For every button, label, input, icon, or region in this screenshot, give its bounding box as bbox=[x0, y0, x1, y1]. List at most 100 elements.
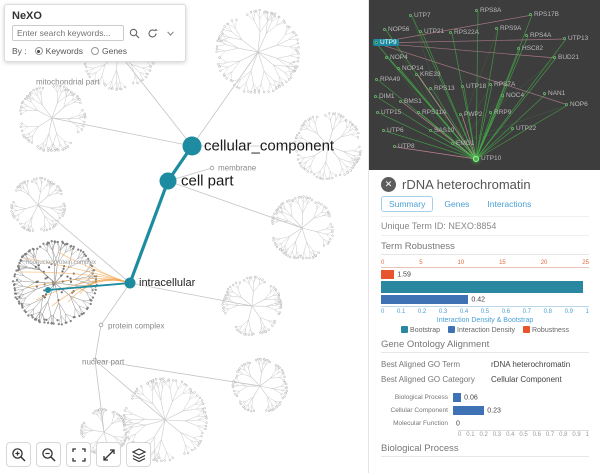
section-go-alignment: Gene Ontology Alignment bbox=[381, 339, 589, 353]
layers-button[interactable] bbox=[126, 442, 151, 467]
gene-node-kre33[interactable]: KRE33 bbox=[415, 71, 441, 78]
gene-node-rps9a[interactable]: RPS9A bbox=[495, 25, 521, 32]
gene-dot bbox=[397, 67, 400, 70]
gene-node-utp7[interactable]: UTP7 bbox=[409, 12, 431, 19]
search-by-radio-genes[interactable]: Genes bbox=[90, 46, 127, 56]
gene-node-rps11a[interactable]: RPS11A bbox=[417, 109, 446, 116]
tree-node-label-ribonucleoprotein-complex[interactable]: ribonucleoprotein complex bbox=[26, 260, 97, 266]
gene-label: SAS10 bbox=[434, 127, 455, 134]
fit-screen-button[interactable] bbox=[66, 442, 91, 467]
alignment-value: rDNA heterochromatin bbox=[491, 360, 571, 369]
gene-node-rps8a[interactable]: RPS8A bbox=[475, 7, 501, 14]
tree-node-label-protein-complex[interactable]: protein complex bbox=[108, 321, 165, 331]
axis-tick: 0 bbox=[458, 432, 462, 438]
legend-item-interaction-density: Interaction Density bbox=[448, 326, 515, 334]
tab-genes[interactable]: Genes bbox=[444, 199, 470, 209]
tree-node-label-cell-part[interactable]: cell part bbox=[181, 172, 234, 190]
gene-label: RPS9A bbox=[500, 25, 522, 32]
tree-node-label-intracellular[interactable]: intracellular bbox=[139, 277, 196, 289]
legend-label: Interaction Density bbox=[457, 327, 515, 334]
gene-dot bbox=[495, 27, 498, 30]
gene-node-rps4a[interactable]: RPS4A bbox=[525, 32, 551, 39]
search-by-radio-keywords[interactable]: Keywords bbox=[34, 46, 83, 56]
gene-node-rps13[interactable]: RPS13 bbox=[429, 85, 455, 92]
gene-label: BMS1 bbox=[404, 98, 422, 105]
gene-node-rps22a[interactable]: RPS22A bbox=[449, 29, 479, 36]
axis-tick: 0.7 bbox=[545, 432, 555, 438]
gene-node-nop4[interactable]: NOP4 bbox=[385, 54, 408, 61]
tree-node-label-nuclear-part[interactable]: nuclear part bbox=[82, 357, 125, 367]
section-biological-process: Biological Process bbox=[381, 443, 589, 457]
close-icon[interactable]: ✕ bbox=[381, 177, 396, 192]
gene-label: RRP9 bbox=[494, 109, 512, 116]
gene-node-utp6[interactable]: UTP6 bbox=[382, 127, 404, 134]
gene-node-utp21[interactable]: UTP21 bbox=[419, 28, 444, 35]
search-input[interactable] bbox=[12, 25, 124, 41]
zoom-out-button[interactable] bbox=[36, 442, 61, 467]
legend-label: Robustness bbox=[531, 327, 569, 334]
radio-label: Keywords bbox=[45, 46, 83, 56]
expand-selection-button[interactable] bbox=[96, 442, 121, 467]
gene-node-utp9[interactable]: UTP9 bbox=[373, 39, 399, 46]
bar-value-label: 0.42 bbox=[471, 296, 485, 303]
chevron-down-icon[interactable] bbox=[163, 26, 178, 41]
gene-node-nan1[interactable]: NAN1 bbox=[543, 90, 565, 97]
gene-node-utp8[interactable]: UTP8 bbox=[393, 143, 415, 150]
tree-node-label-membrane[interactable]: membrane bbox=[218, 163, 257, 173]
gene-node-rps17b[interactable]: RPS17B bbox=[529, 11, 559, 18]
legend-item-bootstrap: Bootstrap bbox=[401, 326, 440, 334]
gene-node-hsc82[interactable]: HSC82 bbox=[517, 45, 543, 52]
gene-label: UTP9 bbox=[380, 39, 397, 46]
go-bar-value: 0.06 bbox=[464, 394, 478, 401]
gene-node-pwp2[interactable]: PWP2 bbox=[459, 111, 482, 118]
gene-node-noc4[interactable]: NOC4 bbox=[501, 92, 524, 99]
gene-dot bbox=[383, 28, 386, 31]
gene-dot bbox=[529, 13, 532, 16]
gene-node-utp18[interactable]: UTP18 bbox=[461, 83, 486, 90]
reset-icon[interactable] bbox=[145, 26, 160, 41]
gene-label: DIM1 bbox=[379, 93, 395, 100]
tab-summary[interactable]: Summary bbox=[381, 196, 434, 212]
gene-node-rpa49[interactable]: RPA49 bbox=[375, 76, 400, 83]
gene-dot bbox=[429, 129, 432, 132]
gene-node-bud21[interactable]: BUD21 bbox=[553, 54, 579, 61]
gene-node-emg1[interactable]: EMG1 bbox=[451, 140, 474, 147]
tab-interactions[interactable]: Interactions bbox=[487, 199, 532, 209]
gene-node-nop6[interactable]: NOP6 bbox=[565, 101, 588, 108]
axis-tick: 0.8 bbox=[543, 309, 552, 315]
search-icon[interactable] bbox=[127, 26, 142, 41]
section-term-robustness: Term Robustness bbox=[381, 241, 589, 255]
radio-dot bbox=[90, 47, 99, 55]
gene-node-utp22[interactable]: UTP22 bbox=[511, 125, 536, 132]
gene-node-utp13[interactable]: UTP13 bbox=[563, 35, 588, 42]
alignment-label: Best Aligned GO Category bbox=[381, 375, 475, 384]
gene-label: BUD21 bbox=[558, 54, 579, 61]
gene-label: NOP56 bbox=[388, 26, 410, 33]
gene-node-bms1[interactable]: BMS1 bbox=[399, 98, 422, 105]
gene-dot bbox=[449, 31, 452, 34]
gene-node-rrp9[interactable]: RRP9 bbox=[489, 109, 511, 116]
tree-node-label-mitochondrial-part[interactable]: mitochondrial part bbox=[36, 77, 100, 87]
gene-node-utp15[interactable]: UTP15 bbox=[376, 109, 401, 116]
tree-node-label-cellular-component[interactable]: cellular_component bbox=[204, 137, 335, 155]
network-canvas bbox=[375, 10, 569, 160]
app-title: NeXO bbox=[12, 10, 42, 22]
gene-node-nop14[interactable]: NOP14 bbox=[397, 65, 423, 72]
gene-node-rps7a[interactable]: RPS7A bbox=[489, 81, 515, 88]
gene-node-dim1[interactable]: DIM1 bbox=[374, 93, 395, 100]
gene-node-nop56[interactable]: NOP56 bbox=[383, 26, 409, 33]
radio-dot bbox=[34, 47, 43, 55]
gene-label: NOP4 bbox=[390, 54, 408, 61]
gene-label: UTP22 bbox=[516, 125, 537, 132]
axis-tick: 15 bbox=[499, 260, 506, 266]
go-bar-track: 0 bbox=[453, 419, 589, 428]
gene-node-sas10[interactable]: SAS10 bbox=[429, 127, 454, 134]
gene-dot bbox=[374, 95, 377, 98]
zoom-in-button[interactable] bbox=[6, 442, 31, 467]
gene-node-utp10[interactable]: UTP10 bbox=[473, 155, 501, 162]
